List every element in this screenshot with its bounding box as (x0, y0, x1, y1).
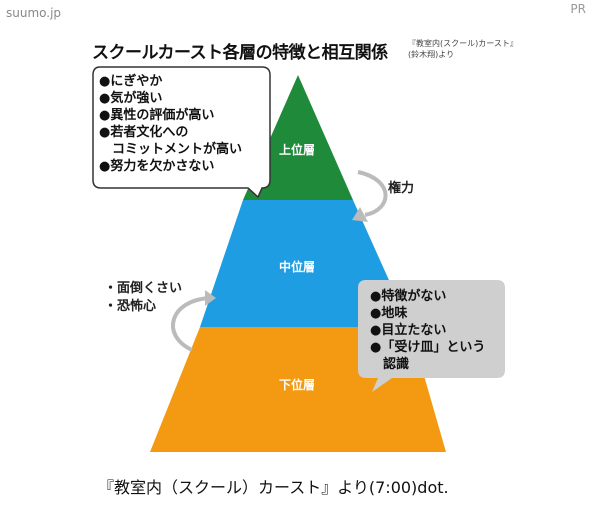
source-line: (鈴木翔)より (408, 50, 455, 59)
trait-item: ●異性の評価が高い (99, 108, 215, 123)
tier-middle (200, 200, 410, 327)
power-arrow-icon (357, 170, 388, 217)
power-label: 権力 (388, 181, 415, 196)
trait-item: ●にぎやか (99, 74, 163, 89)
site-name[interactable]: suumo.jp (6, 6, 62, 20)
trait-item: ●努力を欠かさない (99, 159, 215, 174)
trait-item: ●気が強い (99, 91, 163, 106)
power-arrow-head (352, 207, 368, 222)
tier-label-middle: 中位層 (279, 260, 316, 274)
trait-item: ●特徴がない (370, 289, 447, 304)
trait-item: ●地味 (370, 306, 408, 321)
trait-item: ●若者文化への (99, 125, 189, 140)
attitude-item: ・恐怖心 (104, 299, 157, 314)
trait-item: ●目立たない (370, 323, 447, 338)
trait-item: 認識 (370, 357, 410, 372)
lower-bubble (358, 280, 505, 392)
tier-label-lower: 下位層 (279, 378, 316, 392)
upper-bubble (92, 66, 271, 199)
trait-item: コミットメントが高い (99, 142, 243, 157)
trait-item: ●「受け皿」という (370, 340, 486, 355)
tier-label-upper: 上位層 (279, 143, 316, 157)
resentment-arrow-head (205, 290, 216, 306)
source-line: 『教室内(スクール)カースト』 (408, 39, 518, 48)
pr-badge: PR (570, 2, 586, 16)
lower-traits-list: ●特徴がない ●地味 ●目立たない ●「受け皿」という 認識 (370, 288, 485, 373)
upper-traits-list: ●にぎやか ●気が強い ●異性の評価が高い ●若者文化への コミットメントが高い… (99, 73, 242, 175)
image-caption: 『教室内（スクール）カースト』より(7:00)dot. (98, 478, 449, 497)
resentment-arrow-icon (171, 296, 211, 352)
diagram-title: スクールカースト各層の特徴と相互関係 (92, 43, 388, 63)
diagram-source: 『教室内(スクール)カースト』 (鈴木翔)より (408, 38, 518, 60)
attitude-item: ・面倒くさい (104, 281, 183, 296)
middle-attitudes: ・面倒くさい ・恐怖心 (104, 280, 182, 316)
